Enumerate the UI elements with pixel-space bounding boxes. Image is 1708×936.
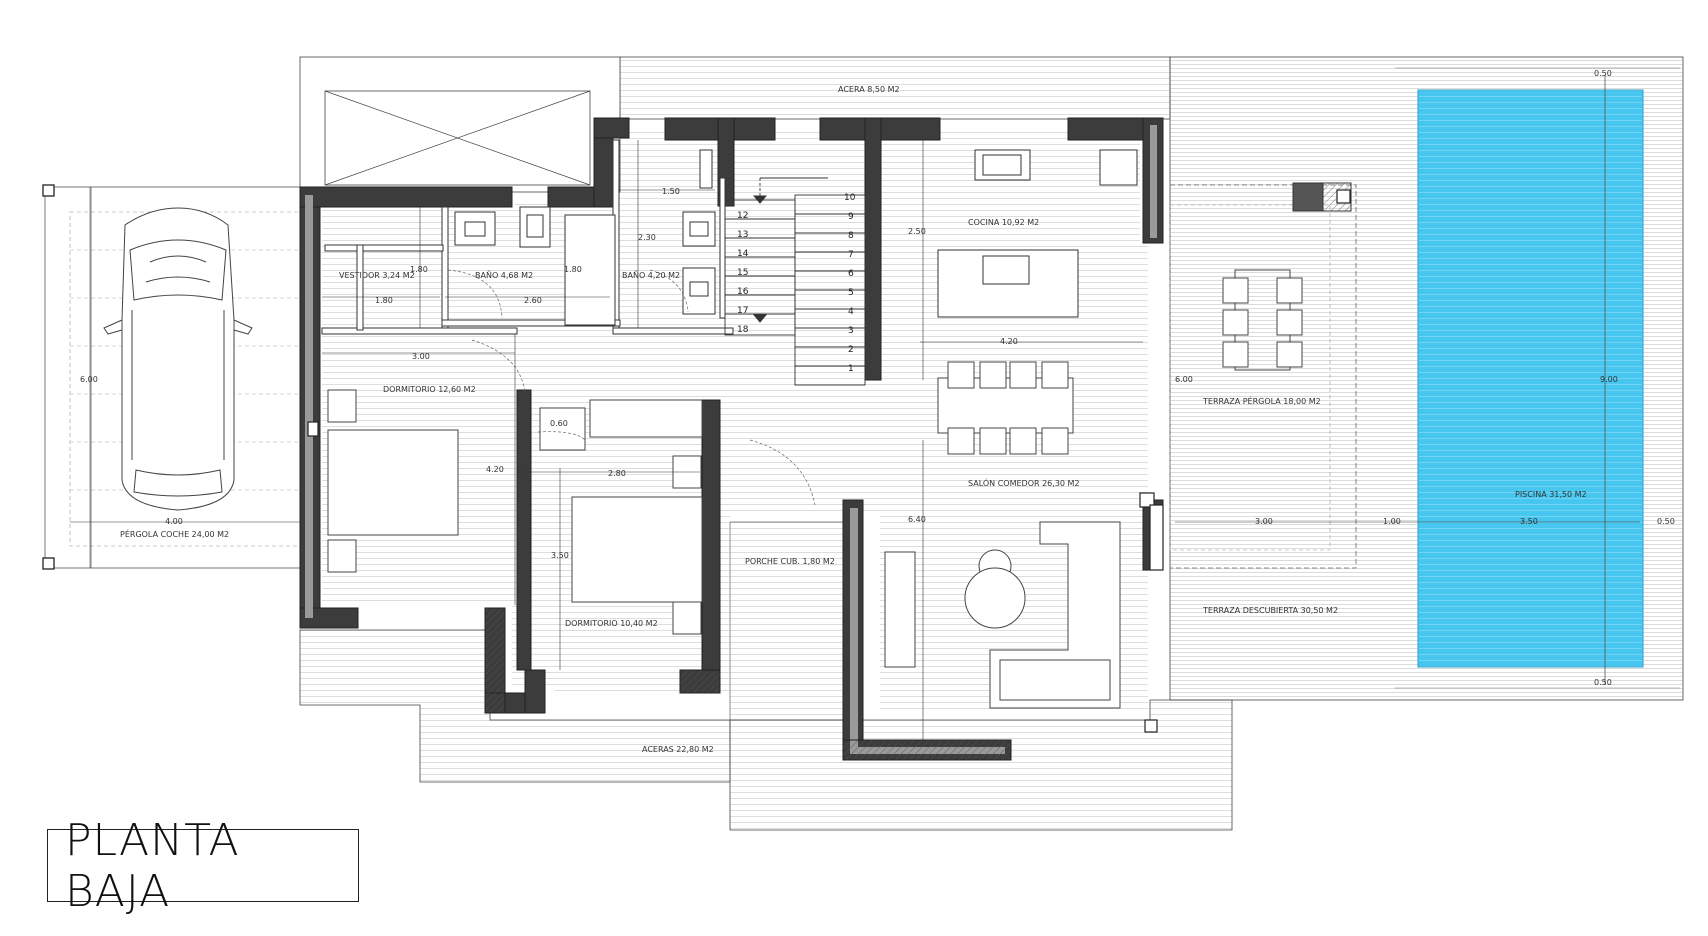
label-pergola-coche: PÉRGOLA COCHE 24,00 M2	[120, 528, 229, 539]
stair-step-7: 7	[848, 250, 854, 260]
stair-step-17: 17	[737, 306, 748, 316]
label-bano-2: BAÑO 4,20 M2	[622, 270, 680, 280]
dim-2-50: 2.50	[908, 227, 926, 236]
dim-0-50-right: 0.50	[1657, 517, 1675, 526]
label-cocina: COCINA 10,92 M2	[968, 218, 1039, 227]
dim-1-80-c: 1.80	[375, 296, 393, 305]
dim-6-00-a: 6.00	[80, 375, 98, 384]
dim-3-50-b: 3.50	[1520, 517, 1538, 526]
dim-6-40: 6.40	[908, 515, 926, 524]
stair-step-10: 10	[844, 193, 856, 203]
dim-4-20-a: 4.20	[1000, 337, 1018, 346]
label-terraza-descubierta: TERRAZA DESCUBIERTA 30,50 M2	[1202, 606, 1338, 615]
dim-0-60: 0.60	[550, 419, 568, 428]
dim-1-80-a: 1.80	[410, 265, 428, 274]
wall-hatches	[484, 607, 1012, 761]
label-piscina: PISCINA 31,50 M2	[1515, 490, 1587, 499]
fixtures	[454, 149, 1138, 326]
dim-4-00: 4.00	[165, 517, 183, 526]
stair-step-6: 6	[848, 269, 854, 279]
plan-title: PLANTA BAJA	[65, 814, 240, 917]
dim-2-60: 2.60	[524, 296, 542, 305]
tech-shaft	[299, 56, 621, 193]
stair-step-3: 3	[848, 326, 854, 336]
label-salon: SALÓN COMEDOR 26,30 M2	[968, 477, 1080, 488]
label-bano-1: BAÑO 4,68 M2	[475, 270, 533, 280]
window-posts	[307, 421, 1164, 733]
label-dormitorio-2: DORMITORIO 10,40 M2	[565, 619, 658, 628]
furniture	[327, 361, 1121, 709]
dim-2-30: 2.30	[638, 233, 656, 242]
label-porche: PORCHE CUB. 1,80 M2	[745, 557, 835, 566]
dimension-labels: 1.50 2.30 2.50 1.80 1.80 1.80 2.60 3.00 …	[80, 69, 1675, 687]
plan-title-box: PLANTA BAJA	[47, 815, 359, 917]
stair-step-18: 18	[737, 325, 749, 335]
dim-1-50: 1.50	[662, 187, 680, 196]
staircase	[724, 177, 866, 386]
label-terraza-pergola: TERRAZA PÉRGOLA 18,00 M2	[1202, 395, 1321, 406]
dim-4-20-b: 4.20	[486, 465, 504, 474]
stair-step-9: 9	[848, 212, 854, 222]
stair-step-13: 13	[737, 230, 748, 240]
label-aceras: ACERAS 22,80 M2	[642, 745, 714, 754]
dim-1-00: 1.00	[1383, 517, 1401, 526]
stair-step-12: 12	[737, 211, 748, 221]
dim-2-80: 2.80	[608, 469, 626, 478]
stair-step-2: 2	[848, 345, 854, 355]
stair-numbers: 12 13 14 15 16 17 18 10 9 8 7 6 5 4 3 2 …	[737, 193, 856, 374]
room-labels: ACERA 8,50 M2 COCINA 10,92 M2 VESTIDOR 3…	[120, 85, 1587, 754]
dim-3-00: 3.00	[412, 352, 430, 361]
stair-step-15: 15	[737, 268, 748, 278]
stair-step-8: 8	[848, 231, 854, 241]
door-swings	[447, 269, 816, 506]
stair-step-1: 1	[848, 364, 854, 374]
swimming-pool	[1395, 67, 1680, 689]
dim-1-80-b: 1.80	[564, 265, 582, 274]
stair-step-14: 14	[737, 249, 749, 259]
dim-0-50-top: 0.50	[1594, 69, 1612, 78]
stair-step-5: 5	[848, 288, 854, 298]
dim-6-00-b: 6.00	[1175, 375, 1193, 384]
label-dormitorio-1: DORMITORIO 12,60 M2	[383, 385, 476, 394]
stair-step-4: 4	[848, 307, 854, 317]
dimension-lines	[70, 140, 1640, 740]
dim-3-50: 3.50	[551, 551, 569, 560]
dim-3-00-b: 3.00	[1255, 517, 1273, 526]
stair-step-16: 16	[737, 287, 749, 297]
partitions	[321, 139, 734, 335]
car-icon	[103, 207, 253, 511]
label-vestidor: VESTIDOR 3,24 M2	[339, 271, 415, 280]
terrace-pergola	[1169, 182, 1357, 569]
dim-9-00: 9.00	[1600, 375, 1618, 384]
dim-0-50-bottom: 0.50	[1594, 678, 1612, 687]
label-acera-top: ACERA 8,50 M2	[838, 85, 900, 94]
